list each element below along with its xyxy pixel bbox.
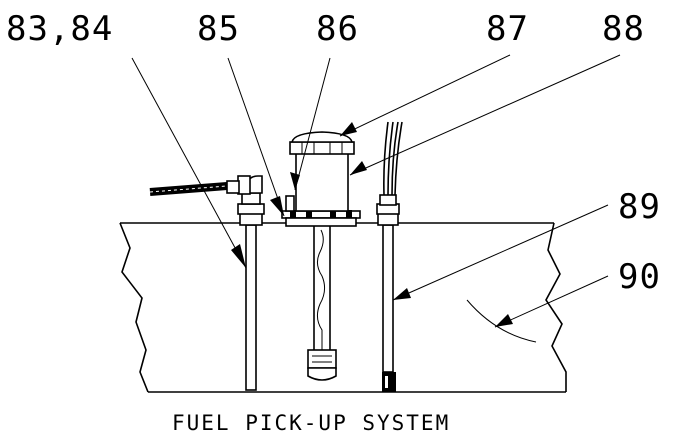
leader-lines <box>131 54 621 328</box>
callout-label-90: 90 <box>618 257 661 297</box>
callout-label-85: 85 <box>197 9 240 49</box>
callout-label-86: 86 <box>316 9 359 49</box>
callout-label-89: 89 <box>618 187 661 227</box>
vent-tube-assembly <box>149 175 265 391</box>
fuel-tank <box>119 222 567 393</box>
diagram-caption: FUEL PICK-UP SYSTEM <box>172 411 450 435</box>
pickup-tube-assembly <box>376 121 403 392</box>
callout-label-83-84: 83,84 <box>6 9 113 49</box>
callout-label-88: 88 <box>602 9 645 49</box>
callout-label-87: 87 <box>486 9 529 49</box>
fuel-pump-assembly <box>281 131 361 381</box>
